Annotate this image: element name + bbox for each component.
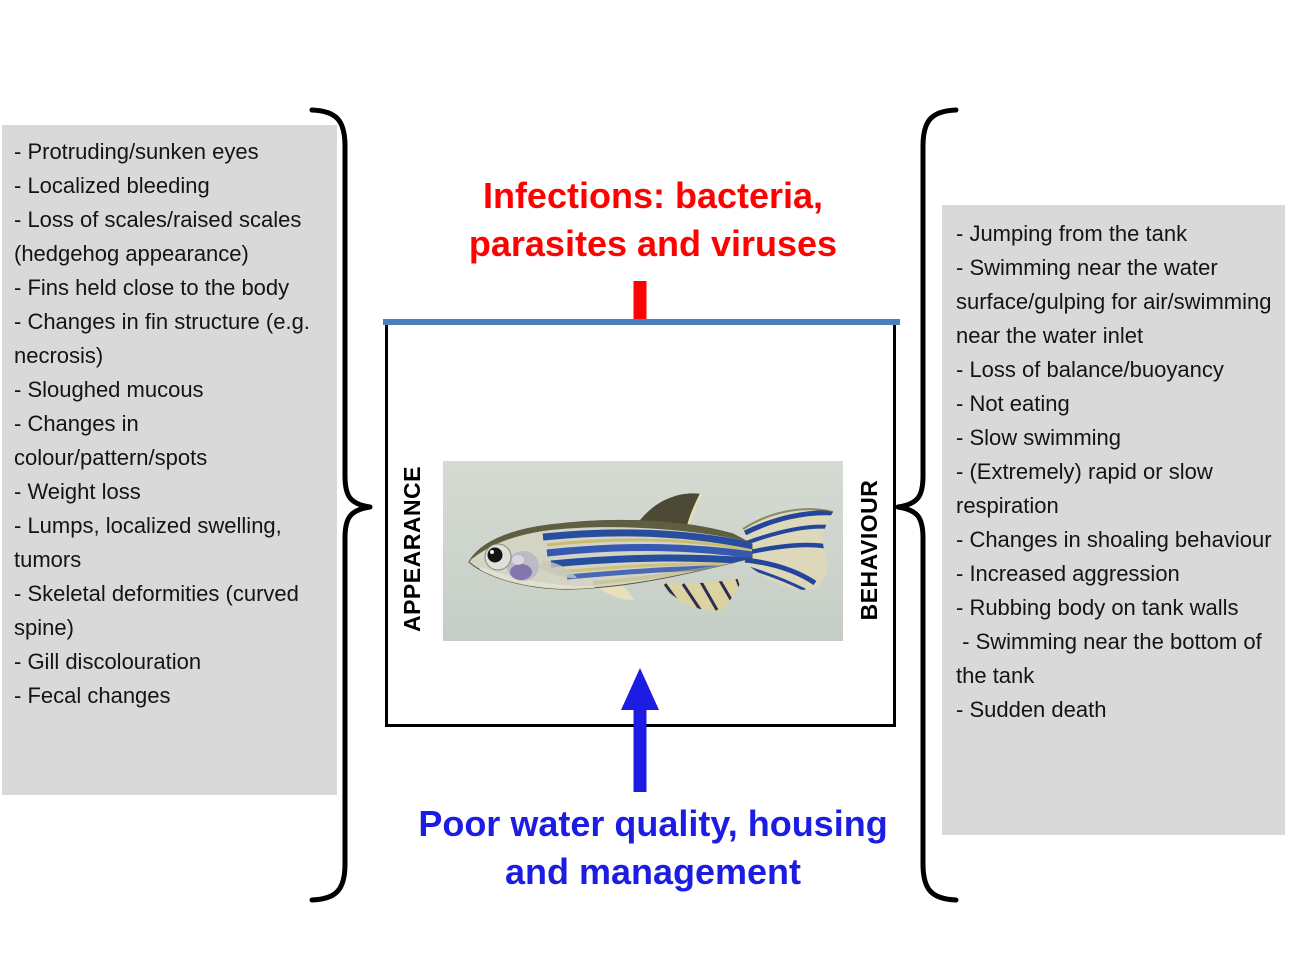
list-item: - Swimming near the bottom of the tank bbox=[956, 629, 1268, 688]
list-item: - Changes in fin structure (e.g. necrosi… bbox=[14, 309, 317, 368]
infections-title-line2: parasites and viruses bbox=[468, 223, 838, 264]
water-quality-title-line2: and management bbox=[504, 851, 802, 892]
list-item: - Sudden death bbox=[956, 697, 1107, 722]
list-item: - Rubbing body on tank walls bbox=[956, 595, 1239, 620]
list-item: - Lumps, localized swelling, tumors bbox=[14, 513, 288, 572]
infections-title-line1: Infections: bacteria, bbox=[482, 175, 824, 216]
list-item: - Loss of scales/raised scales (hedgehog… bbox=[14, 207, 308, 266]
list-item: - Jumping from the tank bbox=[956, 221, 1188, 246]
list-item: - Loss of balance/buoyancy bbox=[956, 357, 1224, 382]
list-item: - Swimming near the water surface/gulpin… bbox=[956, 255, 1278, 348]
list-item: - Protruding/sunken eyes bbox=[14, 139, 259, 164]
list-item: - Increased aggression bbox=[956, 561, 1180, 586]
list-item: - Weight loss bbox=[14, 479, 141, 504]
left-brace-icon bbox=[309, 107, 373, 903]
list-item: - Changes in colour/pattern/spots bbox=[14, 411, 208, 470]
water-quality-title: Poor water quality, housing and manageme… bbox=[398, 800, 908, 896]
water-quality-title-line1: Poor water quality, housing bbox=[418, 803, 888, 844]
list-item: - Sloughed mucous bbox=[14, 377, 204, 402]
blue-up-arrow-icon bbox=[621, 668, 659, 792]
infections-title: Infections: bacteria, parasites and viru… bbox=[398, 172, 908, 268]
appearance-symptoms-panel: - Protruding/sunken eyes - Localized blee… bbox=[2, 125, 337, 795]
list-item: - Localized bleeding bbox=[14, 173, 210, 198]
list-item: - Slow swimming bbox=[956, 425, 1122, 450]
behaviour-symptoms-panel: - Jumping from the tank - Swimming near t… bbox=[942, 205, 1285, 835]
list-item: - Fins held close to the body bbox=[14, 275, 290, 300]
list-item: - Changes in shoaling behaviour bbox=[956, 527, 1272, 552]
behaviour-axis-label: BEHAVIOUR bbox=[856, 479, 882, 621]
list-item: - Skeletal deformities (curved spine) bbox=[14, 581, 306, 640]
list-item: - (Extremely) rapid or slow respiration bbox=[956, 459, 1219, 518]
list-item: - Not eating bbox=[956, 391, 1070, 416]
appearance-axis-label: APPEARANCE bbox=[399, 465, 425, 633]
gill-cover bbox=[507, 551, 539, 581]
fish-eye bbox=[484, 543, 512, 571]
list-item: - Fecal changes bbox=[14, 683, 171, 708]
list-item: - Gill discolouration bbox=[14, 649, 202, 674]
right-brace-icon bbox=[895, 107, 959, 903]
box-top-blue-line bbox=[383, 319, 900, 325]
zebrafish-image bbox=[443, 461, 843, 641]
pectoral-fin bbox=[538, 561, 577, 579]
